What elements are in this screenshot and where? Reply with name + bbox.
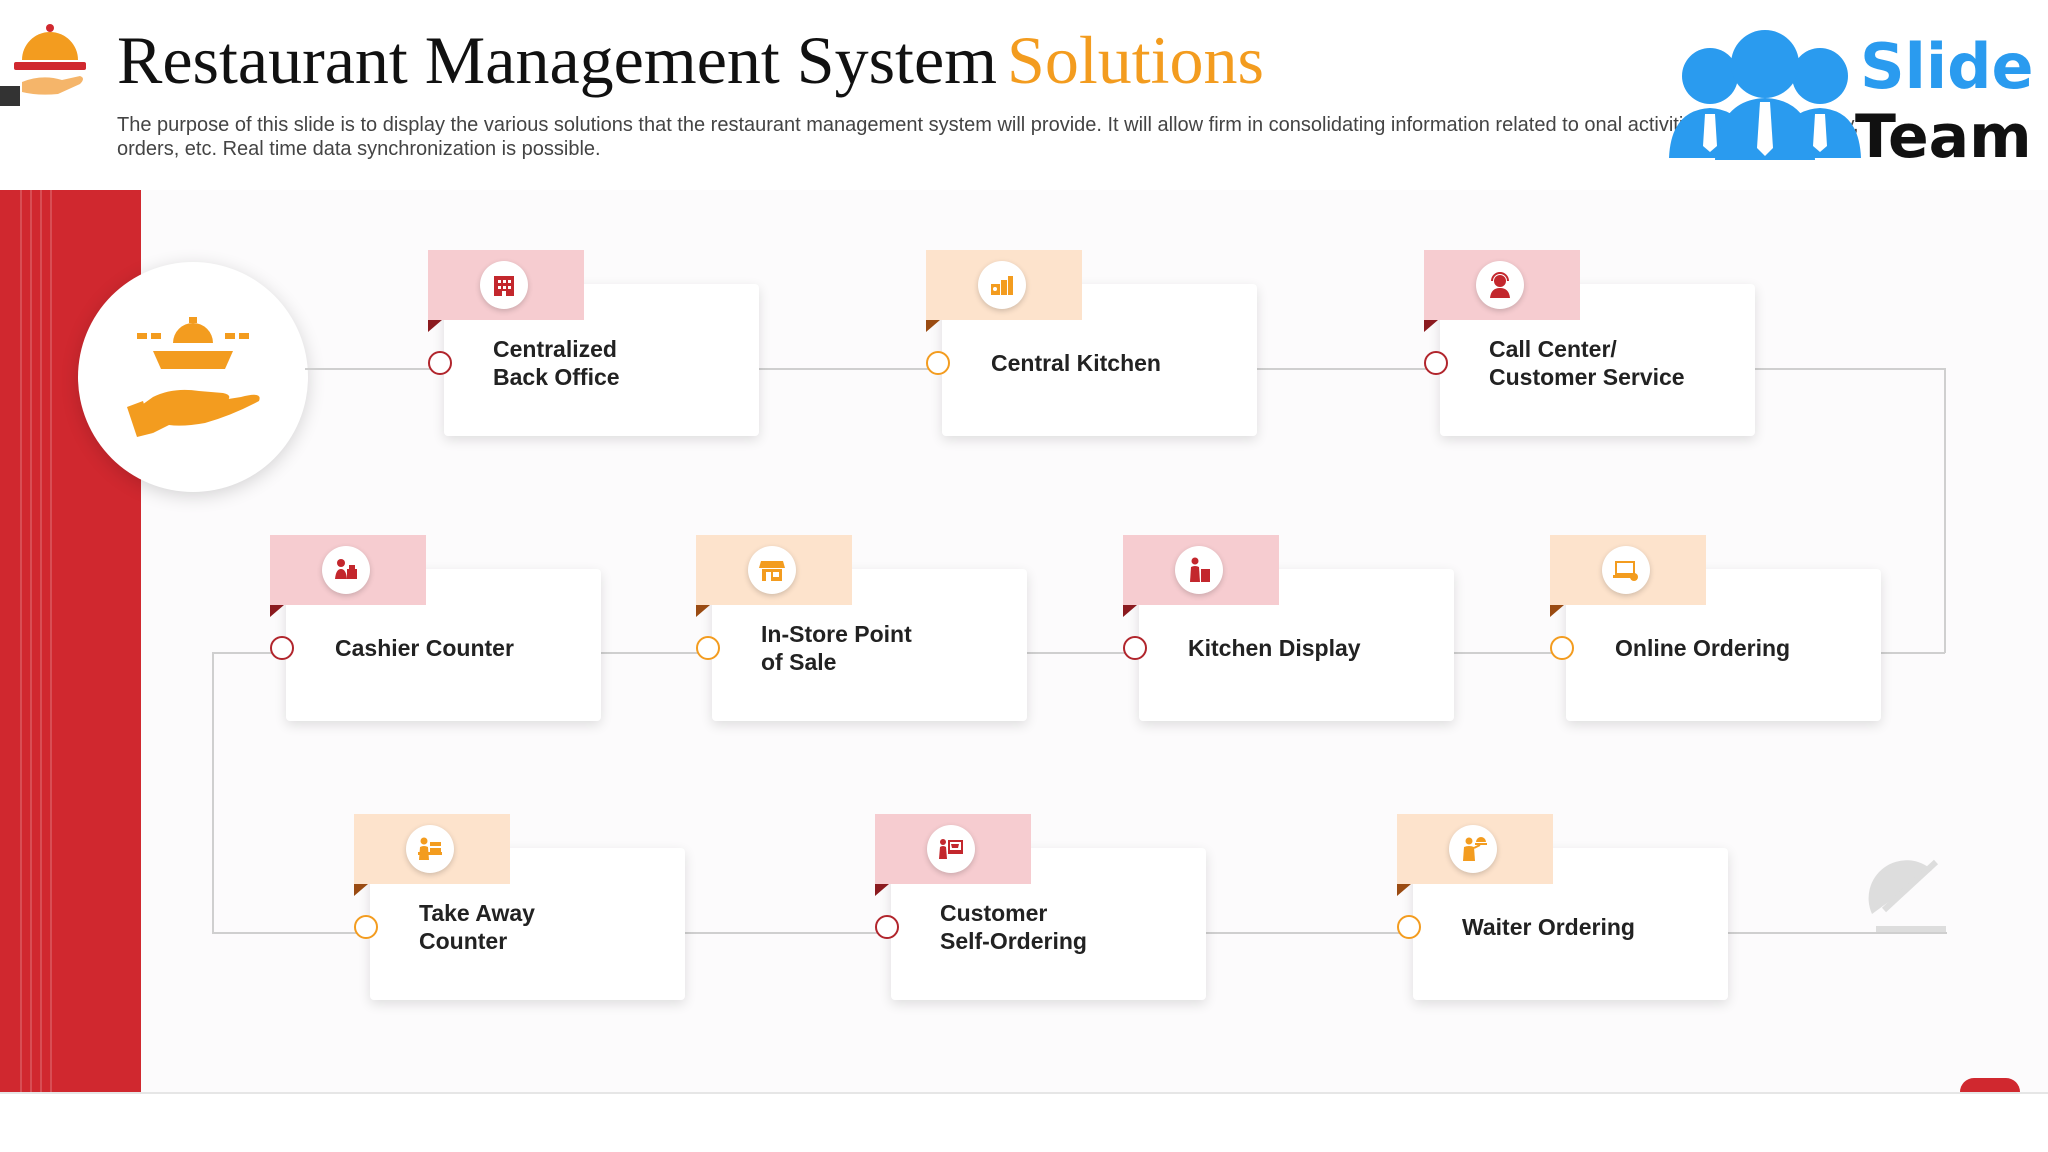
card-radio[interactable] — [926, 351, 950, 375]
card-fold — [1123, 605, 1137, 617]
solution-card[interactable]: Customer Self-Ordering — [875, 814, 1206, 1000]
cloche-hand-icon — [14, 24, 86, 95]
headset-agent-icon — [1476, 261, 1524, 309]
takeaway-counter-icon — [406, 825, 454, 873]
server-hand-icon — [127, 317, 260, 437]
card-label: Centralized Back Office — [493, 336, 620, 390]
card-label: Take Away Counter — [419, 900, 535, 954]
card-fold — [1397, 884, 1411, 896]
solution-card[interactable]: Central Kitchen — [926, 250, 1257, 436]
card-radio[interactable] — [1397, 915, 1421, 939]
logo-text-slide: Slide — [1860, 30, 2034, 103]
solution-card[interactable]: Online Ordering — [1550, 535, 1881, 721]
solution-card[interactable]: Cashier Counter — [270, 535, 601, 721]
connector-line — [212, 652, 1945, 654]
solution-card[interactable]: Centralized Back Office — [428, 250, 759, 436]
cloche-watermark-icon — [1868, 859, 1946, 934]
slide-number-tag — [0, 86, 20, 106]
card-label: Customer Self-Ordering — [940, 900, 1087, 954]
chef-display-icon — [1175, 546, 1223, 594]
card-radio[interactable] — [270, 636, 294, 660]
corner-red-badge — [1960, 1078, 2020, 1092]
card-fold — [875, 884, 889, 896]
card-radio[interactable] — [1550, 636, 1574, 660]
cashier-icon — [322, 546, 370, 594]
card-label: Waiter Ordering — [1462, 914, 1635, 940]
card-fold — [1550, 605, 1564, 617]
page-subtitle: The purpose of this slide is to display … — [117, 114, 1859, 160]
card-label: In-Store Point of Sale — [761, 621, 912, 675]
storefront-icon — [748, 546, 796, 594]
kiosk-cart-icon — [927, 825, 975, 873]
card-radio[interactable] — [1123, 636, 1147, 660]
solution-card[interactable]: Kitchen Display — [1123, 535, 1454, 721]
office-building-icon — [480, 261, 528, 309]
connector-line — [212, 652, 214, 933]
connector-line — [1944, 368, 1946, 653]
slideteam-logo: Slide Team — [1665, 28, 2034, 172]
card-fold — [354, 884, 368, 896]
card-fold — [270, 605, 284, 617]
card-label: Online Ordering — [1615, 635, 1791, 661]
card-radio[interactable] — [696, 636, 720, 660]
solution-card[interactable]: Call Center/ Customer Service — [1424, 250, 1755, 436]
kitchen-appliances-icon — [978, 261, 1026, 309]
card-label: Kitchen Display — [1188, 635, 1361, 661]
solution-card[interactable]: Take Away Counter — [354, 814, 685, 1000]
team-people-icon — [1669, 30, 1861, 160]
card-label: Central Kitchen — [991, 350, 1161, 376]
title-accent: Solutions — [1007, 22, 1264, 98]
card-fold — [696, 605, 710, 617]
card-radio[interactable] — [428, 351, 452, 375]
card-radio[interactable] — [354, 915, 378, 939]
solution-card[interactable]: In-Store Point of Sale — [696, 535, 1027, 721]
title-main: Restaurant Management System — [117, 22, 998, 98]
laptop-order-icon — [1602, 546, 1650, 594]
card-fold — [428, 320, 442, 332]
service-hand-circle — [78, 262, 308, 492]
card-fold — [1424, 320, 1438, 332]
waiter-tray-icon — [1449, 825, 1497, 873]
card-radio[interactable] — [1424, 351, 1448, 375]
card-label: Call Center/ Customer Service — [1489, 336, 1685, 390]
solution-card[interactable]: Waiter Ordering — [1397, 814, 1728, 1000]
card-radio[interactable] — [875, 915, 899, 939]
card-label: Cashier Counter — [335, 635, 514, 661]
footer-divider — [0, 1092, 2048, 1094]
logo-text-team: Team — [1855, 102, 2032, 172]
card-fold — [926, 320, 940, 332]
